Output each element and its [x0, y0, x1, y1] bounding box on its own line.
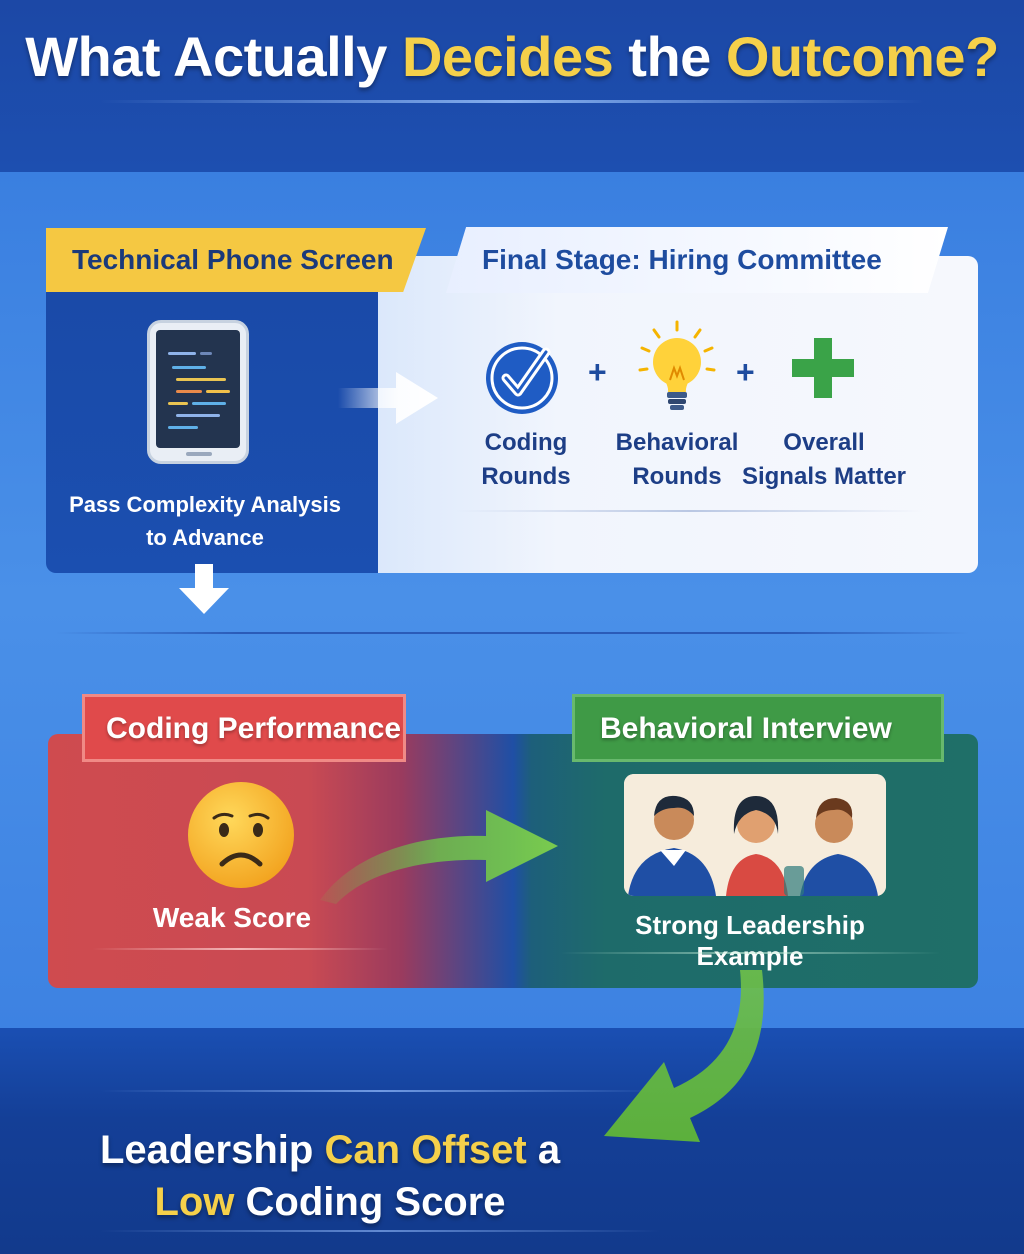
weak-score-underline	[92, 948, 388, 950]
conclusion-highlight: Can Offset	[324, 1128, 527, 1172]
code-line	[168, 352, 196, 355]
title-highlight: Outcome?	[725, 25, 999, 88]
conclusion-highlight: Low	[154, 1180, 235, 1224]
hiring-committee-panel	[378, 256, 978, 573]
conclusion-line: Leadership Can Offset a	[60, 1124, 600, 1176]
code-line	[172, 366, 206, 369]
curved-down-arrow-icon	[604, 970, 764, 1142]
stage-label-line: Behavioral	[615, 429, 739, 456]
phone-home-button	[186, 452, 212, 456]
stage-label-line: Signals Matter	[741, 463, 907, 490]
curved-arrow-icon	[320, 810, 558, 904]
strong-leadership-underline	[560, 952, 940, 954]
coding-performance-label: Coding Performance	[106, 712, 402, 745]
weak-score-label: Weak Score	[152, 902, 312, 933]
title-underline	[100, 100, 924, 103]
phone-caption: Pass Complexity Analysis to Advance	[60, 488, 350, 554]
code-line	[168, 402, 188, 405]
stage-label-line: Rounds	[481, 463, 571, 490]
lightbulb-icon	[638, 320, 716, 410]
phone-caption-line: to Advance	[146, 525, 264, 550]
strong-leadership-label: Strong Leadership Example	[635, 910, 865, 971]
plus-symbol: +	[588, 354, 607, 390]
code-line	[176, 378, 226, 381]
conclusion-part: a	[526, 1128, 561, 1172]
code-line	[176, 414, 220, 417]
sad-face-icon	[188, 782, 294, 888]
behavioral-interview-label: Behavioral Interview	[600, 712, 892, 745]
behavioral-interview-tag	[572, 694, 944, 762]
conclusion-part: Leadership	[99, 1128, 325, 1172]
arrow-down-icon	[179, 564, 229, 614]
page-title: What Actually Decides the Outcome?	[0, 24, 1024, 89]
phone-screen-tag-label: Technical Phone Screen	[72, 244, 394, 275]
stage-label-behavioral: Behavioral Rounds	[610, 426, 744, 494]
check-circle-icon	[486, 342, 558, 414]
title-part: What Actually	[25, 25, 402, 88]
code-line	[192, 402, 226, 405]
conclusion-line: Low Coding Score	[60, 1176, 600, 1228]
committee-tag	[446, 227, 948, 293]
stage-label-coding: Coding Rounds	[466, 426, 586, 494]
conclusion-part: Coding Score	[234, 1180, 506, 1224]
coding-performance-tag	[82, 694, 406, 762]
stage-label-overall: Overall Signals Matter	[740, 426, 908, 494]
stage-label-line: Rounds	[632, 463, 722, 490]
title-highlight: Decides	[401, 25, 614, 88]
title-part: the	[613, 25, 726, 88]
committee-tag-label: Final Stage: Hiring Committee	[482, 244, 882, 275]
conclusion-top-line	[100, 1090, 660, 1092]
stage-label-line: Overall	[783, 429, 865, 456]
stage-label-line: Coding	[484, 429, 568, 456]
plus-icon	[792, 338, 854, 398]
section-divider	[56, 632, 968, 634]
header	[0, 0, 1024, 172]
interview-people-illustration	[624, 774, 886, 896]
phone-code-screen	[156, 330, 240, 448]
conclusion-text: Leadership Can Offset a Low Coding Score	[60, 1124, 600, 1228]
code-line	[168, 426, 198, 429]
code-line	[206, 390, 230, 393]
code-line	[176, 390, 202, 393]
arrow-right-icon	[338, 372, 438, 424]
committee-divider	[456, 510, 922, 512]
code-line	[200, 352, 212, 355]
phone-caption-line: Pass Complexity Analysis	[69, 492, 341, 517]
plus-symbol: +	[736, 354, 755, 390]
phone-screen-tag	[46, 228, 426, 292]
conclusion-bottom-line	[100, 1230, 660, 1232]
conclusion-section	[0, 1028, 1024, 1254]
